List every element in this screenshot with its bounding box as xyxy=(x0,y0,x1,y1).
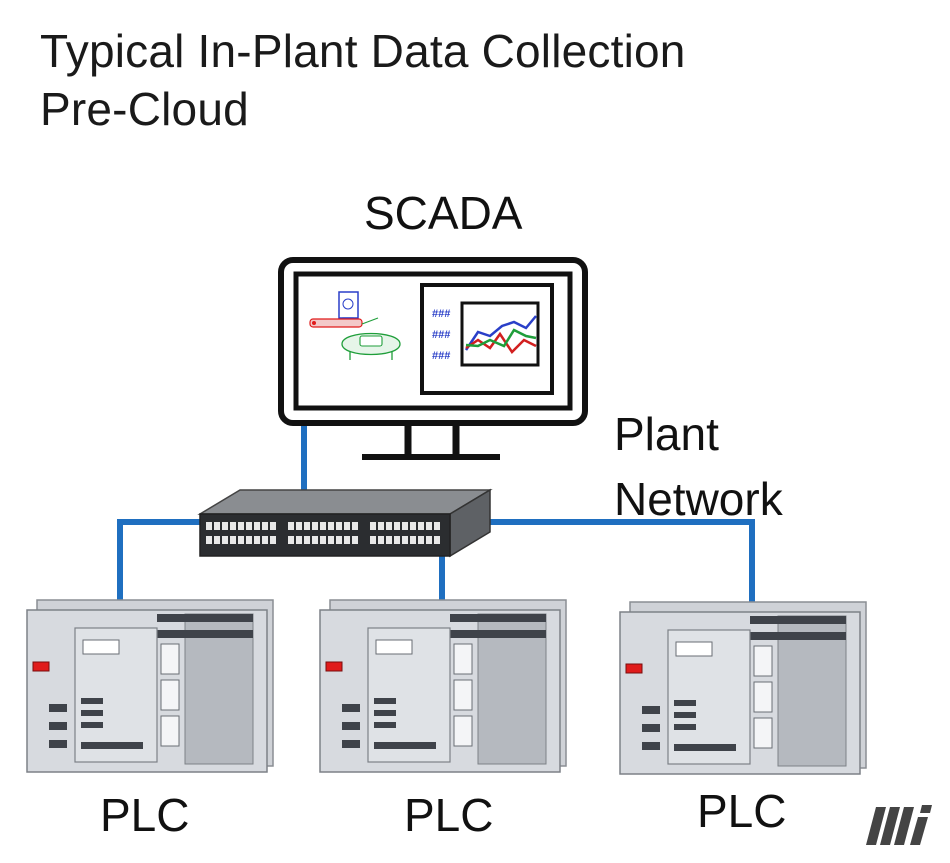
switch-port xyxy=(328,536,334,544)
switch-port xyxy=(206,522,212,530)
switch-port xyxy=(206,536,212,544)
plc-group xyxy=(26,599,867,775)
switch-port xyxy=(214,522,220,530)
network-label-line-1: Plant xyxy=(614,408,719,460)
switch-port xyxy=(230,536,236,544)
switch-port xyxy=(336,522,342,530)
switch-port xyxy=(288,522,294,530)
page-title: Typical In-Plant Data Collection Pre-Clo… xyxy=(40,22,686,138)
switch-port xyxy=(402,536,408,544)
switch-port xyxy=(328,522,334,530)
switch-port xyxy=(254,522,260,530)
plant-network-label: Plant Network xyxy=(614,402,783,532)
switch-port xyxy=(410,536,416,544)
switch-port xyxy=(394,522,400,530)
readout-1: ### xyxy=(432,308,451,320)
switch-port xyxy=(402,522,408,530)
company-logo: MI xyxy=(866,805,932,845)
switch-port xyxy=(434,536,440,544)
switch-port xyxy=(418,536,424,544)
cable-switch-plc-3 xyxy=(490,519,755,603)
switch-port xyxy=(270,536,276,544)
title-line-2: Pre-Cloud xyxy=(40,83,249,135)
network-label-line-2: Network xyxy=(614,473,783,525)
switch-port xyxy=(246,536,252,544)
readout-3: ### xyxy=(432,350,451,362)
switch-port xyxy=(418,522,424,530)
switch-port xyxy=(238,536,244,544)
trend-line-green xyxy=(465,328,537,348)
switch-port xyxy=(344,536,350,544)
switch-port xyxy=(394,536,400,544)
switch-port xyxy=(262,536,268,544)
plc-label-3: PLC xyxy=(697,785,787,837)
switch-port xyxy=(304,536,310,544)
switch-port xyxy=(296,536,302,544)
switch-port xyxy=(352,536,358,544)
status-led xyxy=(32,661,50,672)
switch-port xyxy=(288,536,294,544)
switch-port xyxy=(352,522,358,530)
plc-unit xyxy=(619,601,867,775)
plc-unit xyxy=(26,599,274,773)
hmi-process-graphic xyxy=(309,291,401,360)
switch-port xyxy=(386,522,392,530)
status-led xyxy=(325,661,343,672)
switch-port xyxy=(426,522,432,530)
readout-2: ### xyxy=(432,329,451,341)
switch-port xyxy=(378,536,384,544)
plc-label-2: PLC xyxy=(404,789,494,841)
switch-port xyxy=(336,536,342,544)
switch-port xyxy=(296,522,302,530)
switch-port xyxy=(270,522,276,530)
switch-port xyxy=(378,522,384,530)
switch-port xyxy=(434,522,440,530)
switch-port xyxy=(320,536,326,544)
switch-port xyxy=(214,536,220,544)
network-switch xyxy=(197,488,493,558)
switch-port xyxy=(238,522,244,530)
switch-port xyxy=(254,536,260,544)
switch-port xyxy=(320,522,326,530)
switch-port xyxy=(370,522,376,530)
switch-port xyxy=(312,536,318,544)
switch-port xyxy=(426,536,432,544)
switch-port xyxy=(304,522,310,530)
switch-port xyxy=(262,522,268,530)
switch-port xyxy=(222,522,228,530)
network-cables xyxy=(117,425,755,603)
scada-label: SCADA xyxy=(364,187,523,239)
switch-port xyxy=(344,522,350,530)
switch-port xyxy=(386,536,392,544)
switch-port xyxy=(222,536,228,544)
switch-port xyxy=(246,522,252,530)
status-led xyxy=(625,663,643,674)
plc-unit xyxy=(319,599,567,773)
trend-readouts: ### ### ### xyxy=(432,304,450,367)
switch-port xyxy=(410,522,416,530)
switch-port xyxy=(370,536,376,544)
trend-line-blue xyxy=(464,315,537,351)
scada-monitor xyxy=(278,257,588,460)
plc-label-1: PLC xyxy=(100,789,190,841)
trend-panel xyxy=(420,283,554,395)
title-line-1: Typical In-Plant Data Collection xyxy=(40,25,686,77)
switch-port xyxy=(230,522,236,530)
switch-port xyxy=(312,522,318,530)
cable-switch-plc-1 xyxy=(117,519,200,600)
switch-ports xyxy=(206,522,440,544)
trend-line-red xyxy=(465,331,537,354)
